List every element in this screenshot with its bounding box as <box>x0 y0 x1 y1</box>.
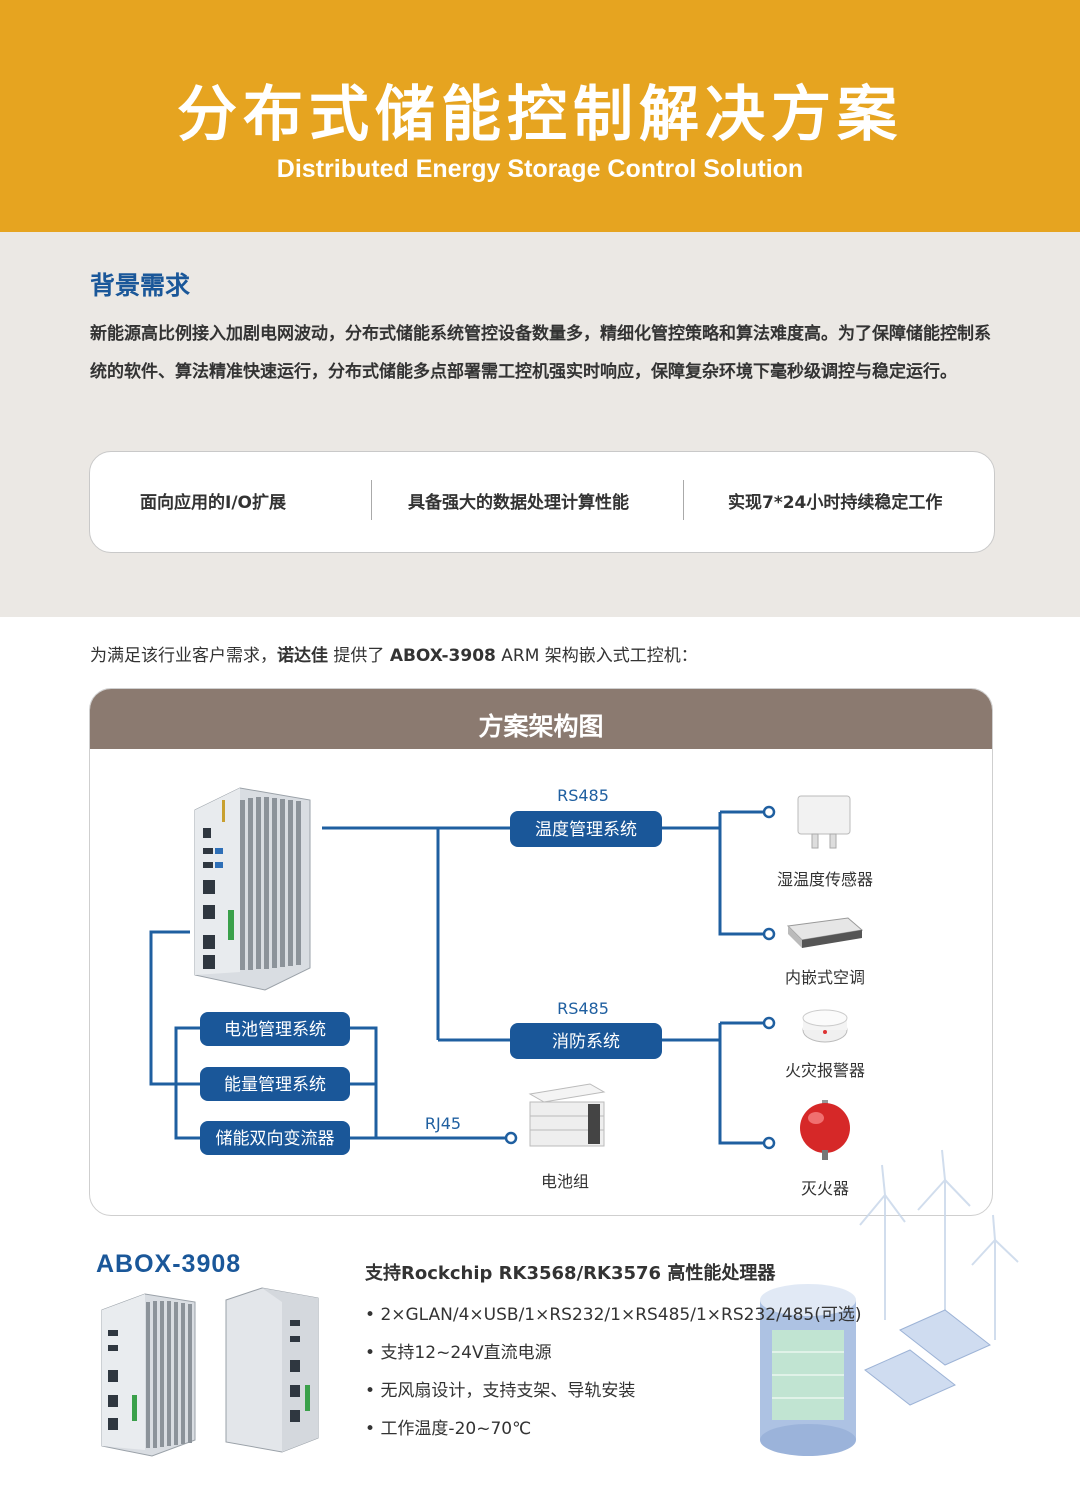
air-conditioner-icon <box>786 917 864 948</box>
protocol-mid: RS485 <box>557 999 609 1018</box>
diagram-header: 方案架构图 <box>90 689 992 749</box>
product-image-2 <box>225 1287 319 1453</box>
intro-brand: 诺达佳 <box>277 646 328 666</box>
fire-system-label: 消防系统 <box>552 1032 620 1052</box>
controller-device-icon <box>194 787 311 991</box>
temp-system-box <box>510 811 662 847</box>
diagram-texts: RS485 RS485 RJ45 温度管理系统 消防系统 电池管理系统 能量管理… <box>216 786 874 1198</box>
product-name: ABOX-3908 <box>96 1250 242 1278</box>
spec-item: 2×GLAN/4×USB/1×RS232/1×RS485/1×RS232/485… <box>365 1296 861 1334</box>
ems-box <box>200 1067 350 1101</box>
intro-middle: 提供了 <box>328 646 390 666</box>
spec-title: 支持Rockchip RK3568/RK3576 高性能处理器 <box>365 1263 776 1284</box>
pcs-label: 储能双向变流器 <box>216 1129 335 1149</box>
fire-alarm-label: 火灾报警器 <box>785 1061 865 1080</box>
header-banner: 分布式储能控制解决方案 Distributed Energy Storage C… <box>0 0 1080 232</box>
feature-card: 面向应用的I/O扩展 具备强大的数据处理计算性能 实现7*24小时持续稳定工作 <box>89 451 995 553</box>
bms-label: 电池管理系统 <box>224 1020 326 1040</box>
protocol-rj45: RJ45 <box>425 1114 461 1133</box>
page-subtitle: Distributed Energy Storage Control Solut… <box>276 155 804 183</box>
ac-label: 内嵌式空调 <box>785 968 865 987</box>
battery-pack-icon <box>528 1083 606 1147</box>
background-paragraph: 新能源高比例接入加剧电网波动，分布式储能系统管控设备数量多，精细化管控策略和算法… <box>90 324 991 382</box>
connector-dots <box>504 805 776 1150</box>
pcs-box <box>200 1121 350 1155</box>
spec-item: 支持12~24V直流电源 <box>365 1334 862 1372</box>
intro-text: 为满足该行业客户需求，诺达佳 提供了 ABOX-3908 ARM 架构嵌入式工控… <box>90 641 698 666</box>
product-image-1 <box>101 1293 196 1457</box>
spec-list: 2×GLAN/4×USB/1×RS232/1×RS485/1×RS232/485… <box>365 1296 862 1448</box>
humidity-sensor-label: 湿温度传感器 <box>777 870 873 889</box>
feature-divider <box>371 480 372 520</box>
page-title: 分布式储能控制解决方案 <box>177 80 903 150</box>
intro-suffix: ARM 架构嵌入式工控机： <box>495 646 698 666</box>
fire-alarm-icon <box>802 1009 848 1043</box>
battery-label: 电池组 <box>541 1172 589 1191</box>
fire-system-box <box>510 1023 662 1059</box>
spec-item: 无风扇设计，支持支架、导轨安装 <box>365 1372 862 1410</box>
feature-stability: 实现7*24小时持续稳定工作 <box>728 493 943 513</box>
protocol-top: RS485 <box>557 786 609 805</box>
humidity-sensor-icon <box>797 795 851 849</box>
ems-label: 能量管理系统 <box>224 1075 326 1095</box>
temp-system-label: 温度管理系统 <box>535 820 637 840</box>
diagram-title: 方案架构图 <box>478 712 604 741</box>
extinguisher-icon <box>800 1100 850 1160</box>
feature-compute: 具备强大的数据处理计算性能 <box>408 493 629 513</box>
feature-io: 面向应用的I/O扩展 <box>140 493 286 513</box>
bms-box <box>200 1012 350 1046</box>
intro-prefix: 为满足该行业客户需求， <box>90 646 277 666</box>
spec-item: 工作温度-20~70℃ <box>365 1410 862 1448</box>
feature-divider <box>683 480 684 520</box>
system-boxes <box>200 811 662 1155</box>
intro-model: ABOX-3908 <box>389 646 496 666</box>
background-heading: 背景需求 <box>90 271 191 300</box>
extinguisher-label: 灭火器 <box>801 1179 849 1198</box>
